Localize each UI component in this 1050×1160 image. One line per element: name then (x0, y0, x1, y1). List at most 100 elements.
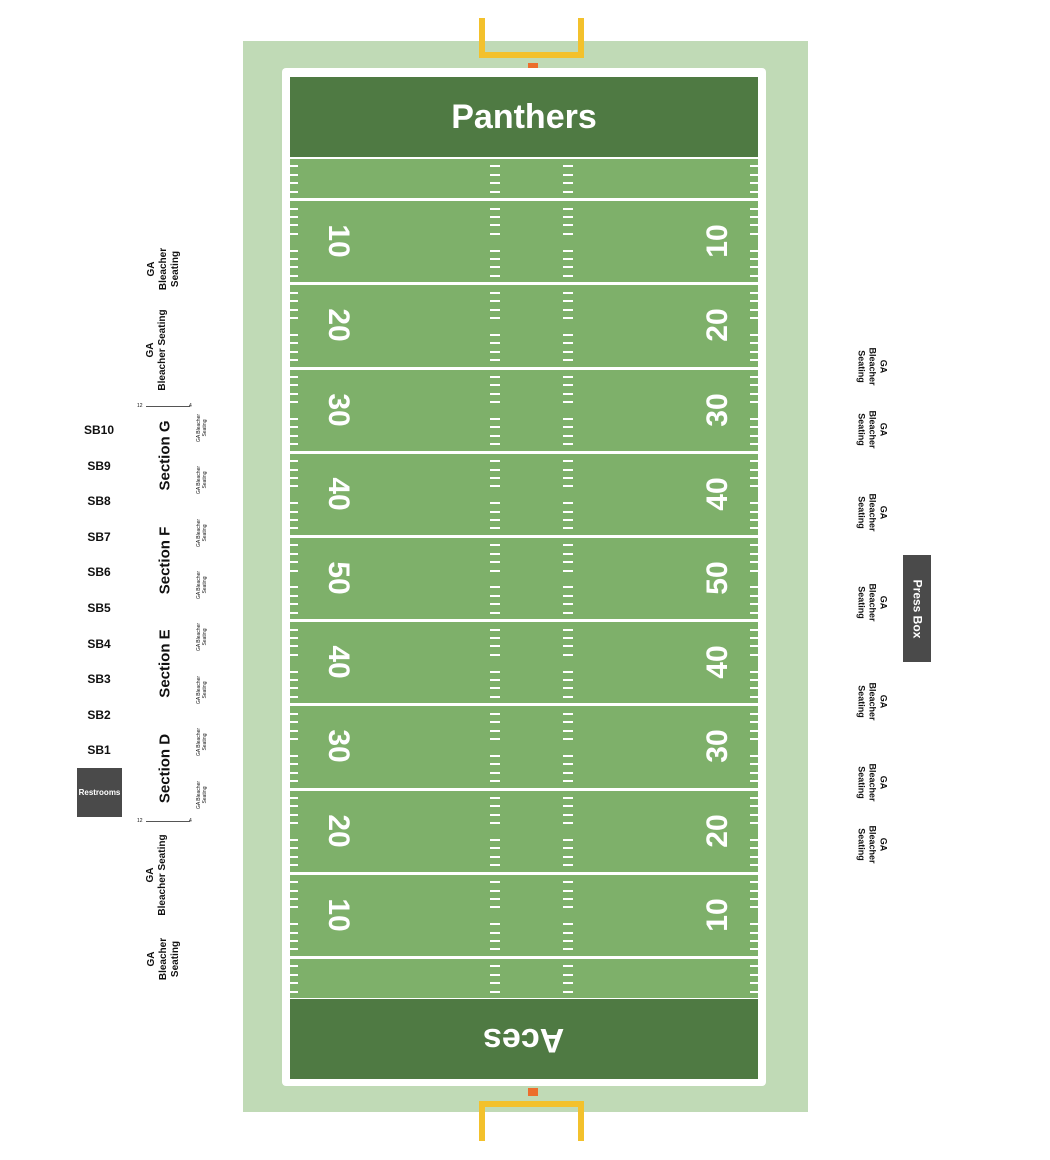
ga-bleacher-right[interactable]: GA Bleacher Seating (856, 583, 889, 622)
hash-mark (490, 401, 500, 404)
hash-mark (563, 897, 573, 900)
side-mark (750, 965, 758, 968)
side-mark (750, 401, 758, 404)
hash-mark (490, 384, 500, 387)
side-mark (750, 502, 758, 505)
side-mark (750, 729, 758, 732)
side-mark (290, 258, 298, 261)
ga-bleacher-left-bottom-2[interactable]: GA Bleacher Seating (146, 937, 181, 981)
side-mark (290, 274, 298, 277)
hash-mark (490, 485, 500, 488)
hash-mark (563, 434, 573, 437)
endzone-bottom[interactable]: Aces (290, 999, 758, 1079)
hash-mark (490, 864, 500, 867)
hash-mark (563, 258, 573, 261)
sb-label[interactable]: SB4 (87, 636, 111, 651)
side-mark (290, 754, 298, 757)
ga-small-label[interactable]: GA Bleacher Seating (196, 465, 208, 495)
side-mark (290, 552, 298, 555)
side-mark (290, 359, 298, 362)
side-mark (750, 527, 758, 530)
side-mark (750, 881, 758, 884)
yard-number-left: 40 (322, 477, 355, 511)
sb-label[interactable]: SB9 (87, 458, 111, 473)
hash-mark (563, 940, 573, 943)
side-mark (750, 594, 758, 597)
ga-small-label[interactable]: GA Bleacher Seating (196, 780, 208, 810)
sb-label[interactable]: SB8 (87, 494, 111, 509)
side-mark (750, 805, 758, 808)
hash-mark (490, 712, 500, 715)
ga-bleacher-right[interactable]: GA Bleacher Seating (856, 347, 889, 386)
ga-bleacher-right[interactable]: GA Bleacher Seating (856, 825, 889, 864)
ga-small-label[interactable]: GA Bleacher Seating (196, 518, 208, 548)
ga-bleacher-right[interactable]: GA Bleacher Seating (856, 493, 889, 532)
hash-mark (490, 990, 500, 993)
ga-small-label[interactable]: GA Bleacher Seating (196, 622, 208, 652)
side-mark (750, 763, 758, 766)
hash-mark (490, 207, 500, 210)
ga-small-label[interactable]: GA Bleacher Seating (196, 727, 208, 757)
endzone-top[interactable]: Panthers (290, 77, 758, 157)
side-mark (290, 796, 298, 799)
side-mark (750, 308, 758, 311)
side-mark (750, 636, 758, 639)
hash-mark (490, 308, 500, 311)
sb-label[interactable]: SB3 (87, 672, 111, 687)
hash-mark (563, 594, 573, 597)
yard-line (290, 534, 758, 538)
section-label[interactable]: Section D (156, 733, 174, 804)
side-mark (290, 889, 298, 892)
side-mark (750, 687, 758, 690)
side-mark (750, 679, 758, 682)
sb-label[interactable]: SB5 (87, 601, 111, 615)
ga-bleacher-right[interactable]: GA Bleacher Seating (856, 682, 889, 721)
sb-label[interactable]: SB7 (87, 529, 111, 544)
ga-small-label[interactable]: GA Bleacher Seating (196, 570, 208, 600)
sb-label[interactable]: SB2 (87, 707, 111, 722)
side-mark (290, 232, 298, 235)
hash-mark (563, 737, 573, 740)
side-mark (750, 519, 758, 522)
side-mark (750, 839, 758, 842)
hash-mark (563, 754, 573, 757)
ga-small-label[interactable]: GA Bleacher Seating (196, 675, 208, 705)
side-mark (290, 611, 298, 614)
hash-mark (490, 729, 500, 732)
side-mark (290, 384, 298, 387)
restrooms-box[interactable]: Restrooms (77, 768, 122, 817)
hash-mark (563, 586, 573, 589)
hash-mark (563, 207, 573, 210)
side-mark (750, 712, 758, 715)
hash-mark (563, 881, 573, 884)
press-box[interactable]: Press Box (903, 555, 931, 662)
hash-mark (490, 889, 500, 892)
ga-bleacher-right[interactable]: GA Bleacher Seating (856, 410, 889, 449)
hash-mark (490, 839, 500, 842)
sb-label[interactable]: SB6 (87, 565, 111, 580)
hash-mark (490, 965, 500, 968)
ga-bleacher-right[interactable]: GA Bleacher Seating (856, 763, 889, 802)
side-mark (290, 780, 298, 783)
hash-mark (490, 266, 500, 269)
side-mark (290, 653, 298, 656)
sb-label[interactable]: SB1 (87, 743, 111, 758)
ga-small-label[interactable]: GA Bleacher Seating (196, 413, 208, 443)
side-mark (290, 418, 298, 421)
side-mark (750, 906, 758, 909)
side-mark (290, 771, 298, 774)
side-mark (750, 847, 758, 850)
side-mark (750, 737, 758, 740)
yard-line (290, 871, 758, 875)
hash-mark (563, 712, 573, 715)
side-mark (290, 645, 298, 648)
hash-mark (490, 291, 500, 294)
ga-bleacher-left-bottom-1[interactable]: GA Bleacher Seating (145, 834, 168, 916)
hash-mark (563, 796, 573, 799)
press-box-label: Press Box (910, 579, 925, 638)
side-mark (750, 468, 758, 471)
hash-mark (563, 426, 573, 429)
sb-label[interactable]: SB10 (83, 423, 115, 437)
hash-mark (490, 552, 500, 555)
